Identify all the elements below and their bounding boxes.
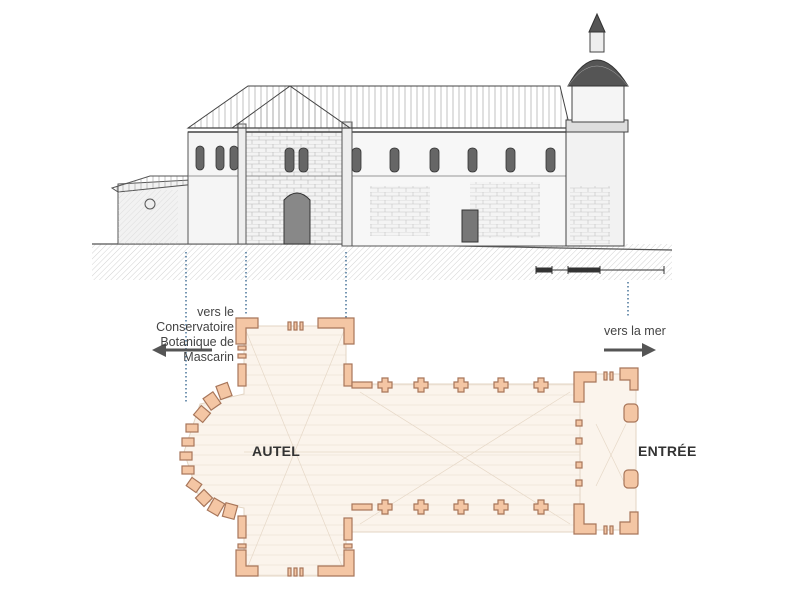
church-elevation — [92, 12, 673, 280]
scale-bar — [535, 266, 665, 274]
alignment-lines — [185, 252, 629, 402]
autel-label: AUTEL — [252, 443, 301, 459]
arrow-left-icon — [152, 343, 212, 357]
main-door — [283, 192, 479, 245]
arrow-right-icon — [604, 343, 656, 357]
bell-tower — [565, 12, 629, 247]
conservatoire-label: vers le Conservatoire Botanique de Masca… — [116, 305, 234, 365]
nave-roof — [186, 85, 571, 129]
conservatoire-label-line2: Botanique de Mascarin — [160, 335, 234, 364]
mer-label: vers la mer — [604, 324, 666, 338]
floor-lines — [243, 325, 627, 577]
narthex-floor — [579, 373, 637, 531]
floor-plan — [179, 317, 639, 577]
entree-label: ENTRÉE — [638, 443, 697, 459]
conservatoire-label-line1: vers le Conservatoire — [156, 305, 234, 334]
walls — [179, 317, 639, 577]
nave-facade — [187, 121, 569, 247]
ground-hatch — [92, 244, 672, 280]
crossing-pier-top — [343, 363, 353, 387]
